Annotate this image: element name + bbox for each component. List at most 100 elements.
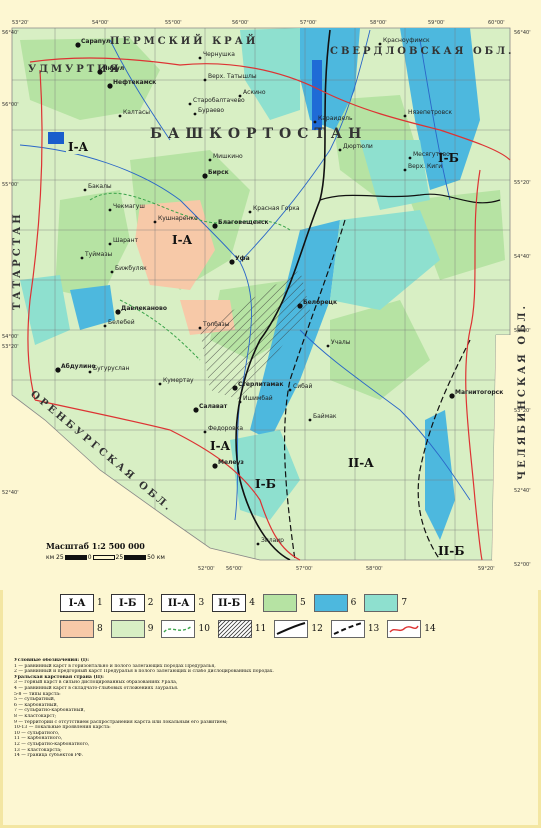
- town-label: Зилаир: [261, 537, 284, 544]
- town-label: Ишимбай: [243, 395, 273, 402]
- legend-note-line: 5-8 — типы карста:: [14, 691, 61, 697]
- legend-color-swatch: [313, 594, 348, 612]
- sulfate-carbonate-karst-area: [330, 210, 440, 310]
- legend-note-line: 7 — сульфатно-карбонатный,: [14, 708, 86, 714]
- legend-note-line: 10 — сульфатного,: [14, 730, 60, 736]
- legend-item: 8: [60, 620, 103, 638]
- latitude-label: 52°00': [514, 562, 531, 568]
- town-label: Стерлитамак: [238, 381, 283, 388]
- town-marker: [326, 344, 330, 348]
- latitude-label: 56°40': [514, 30, 531, 36]
- latitude-label: 52°40': [514, 488, 531, 494]
- scale-segment: [92, 555, 115, 560]
- latitude-label: 55°00': [2, 182, 19, 188]
- town-marker: [188, 102, 192, 106]
- legend-note-line: 12 — сульфатно-карбонатного,: [14, 741, 90, 747]
- legend-notes: Условные обозначения: (I):1 — равнинный …: [14, 658, 529, 759]
- town-label: Аскино: [243, 89, 266, 96]
- legend-note-line: Уральская карстовая страна (II):: [14, 674, 104, 680]
- legend-number: 12: [311, 624, 323, 634]
- town-marker: [232, 385, 238, 391]
- map-scale: Масштаб 1:2 500 000 км 25 0 25 50 км: [46, 541, 166, 561]
- legend-note-line: 6 — карбонатный,: [14, 702, 59, 708]
- legend-swatch-red-line: [387, 620, 422, 638]
- town-marker: [103, 324, 107, 328]
- legend-note-line: 3 — горный карст в сильно дислоцированны…: [14, 680, 178, 686]
- legend-number: 8: [97, 624, 103, 634]
- town-marker: [75, 42, 81, 48]
- longitude-label: 55°00': [165, 20, 182, 26]
- town-marker: [88, 370, 92, 374]
- town-marker: [193, 112, 197, 116]
- town-label: Бураево: [198, 107, 224, 114]
- region-label-tatarstan: ТАТАРСТАН: [12, 211, 23, 310]
- reservoir: [312, 60, 322, 130]
- town-label: Федоровка: [208, 425, 243, 432]
- legend-note-line: 10-13 — локальные проявления карста:: [14, 725, 111, 731]
- legend-item: 11: [217, 620, 266, 638]
- town-label: Караидель: [318, 115, 353, 122]
- legend-item: 6: [313, 594, 356, 612]
- town-label: Старобалтачево: [193, 97, 245, 104]
- town-marker: [297, 303, 303, 309]
- town-marker: [313, 120, 317, 124]
- reservoir: [48, 132, 64, 144]
- carbonate-karst-area: [70, 285, 115, 330]
- longitude-label: 53°20': [12, 20, 29, 26]
- karst-map: ПЕРМСКИЙ КРАЙ СВЕРДЛОВСКАЯ ОБЛ. УДМУРТИЯ…: [2, 20, 531, 572]
- longitude-label: 54°00': [92, 20, 109, 26]
- town-marker: [198, 56, 202, 60]
- latitude-label: 55°20': [514, 180, 531, 186]
- sulfate-carbonate-karst-area: [360, 140, 430, 210]
- town-marker: [248, 210, 252, 214]
- legend-item: 5: [262, 594, 306, 612]
- zone-boundary-line: [235, 29, 331, 560]
- town-marker: [378, 42, 382, 46]
- town-label: Янаул: [103, 65, 124, 72]
- town-marker: [153, 220, 157, 224]
- legend-number: 13: [367, 624, 380, 634]
- town-marker: [115, 309, 121, 315]
- longitude-label: 59°00': [428, 20, 445, 26]
- scale-25: 25: [115, 554, 124, 561]
- town-marker: [238, 94, 242, 98]
- town-label: Салават: [199, 403, 228, 410]
- town-label: Толбазы: [202, 321, 230, 328]
- legend-item: 7: [364, 594, 407, 612]
- legend-swatch-hatch: [217, 620, 252, 638]
- town-marker: [238, 400, 242, 404]
- town-marker: [403, 168, 407, 172]
- region-label-sverdlovsk: СВЕРДЛОВСКАЯ ОБЛ.: [330, 46, 515, 57]
- town-marker: [97, 69, 103, 75]
- legend-number: 2: [147, 598, 154, 608]
- zone-label-ia: I-A: [172, 233, 193, 247]
- town-label: Красная Горка: [253, 205, 300, 212]
- town-marker: [449, 393, 455, 399]
- zone-label-iib: II-Б: [438, 544, 464, 558]
- carbonate-karst-area: [425, 410, 455, 540]
- scale-bar: км 25 0 25 50 км: [46, 554, 166, 561]
- legend-number: 5: [299, 598, 306, 608]
- longitude-label: 60°00': [488, 20, 505, 26]
- town-label: Нефтекамск: [113, 79, 156, 86]
- town-label: Верх. Татышлы: [208, 73, 257, 80]
- town-label: Сибай: [293, 383, 312, 390]
- town-marker: [80, 256, 84, 260]
- zone-label-iia: II-A: [348, 456, 374, 470]
- local-sulfate-karst: [119, 299, 201, 361]
- scale-title: Масштаб 1:2 500 000: [46, 541, 145, 551]
- town-marker: [338, 148, 342, 152]
- sulfate-carbonate-karst-area: [20, 275, 70, 345]
- legend-note-line: 9 — территории с отсутствием распростран…: [14, 719, 228, 725]
- town-marker: [83, 188, 87, 192]
- town-label: Давлеканово: [121, 305, 167, 312]
- subject-borders: [27, 57, 511, 561]
- sulfate-carbonate-karst-area: [230, 430, 300, 520]
- zone-boundary-dashed: [417, 339, 471, 560]
- longitude-label: 58°00': [370, 20, 387, 26]
- longitude-label: 57°00': [300, 20, 317, 26]
- town-label: Кумертау: [163, 377, 194, 384]
